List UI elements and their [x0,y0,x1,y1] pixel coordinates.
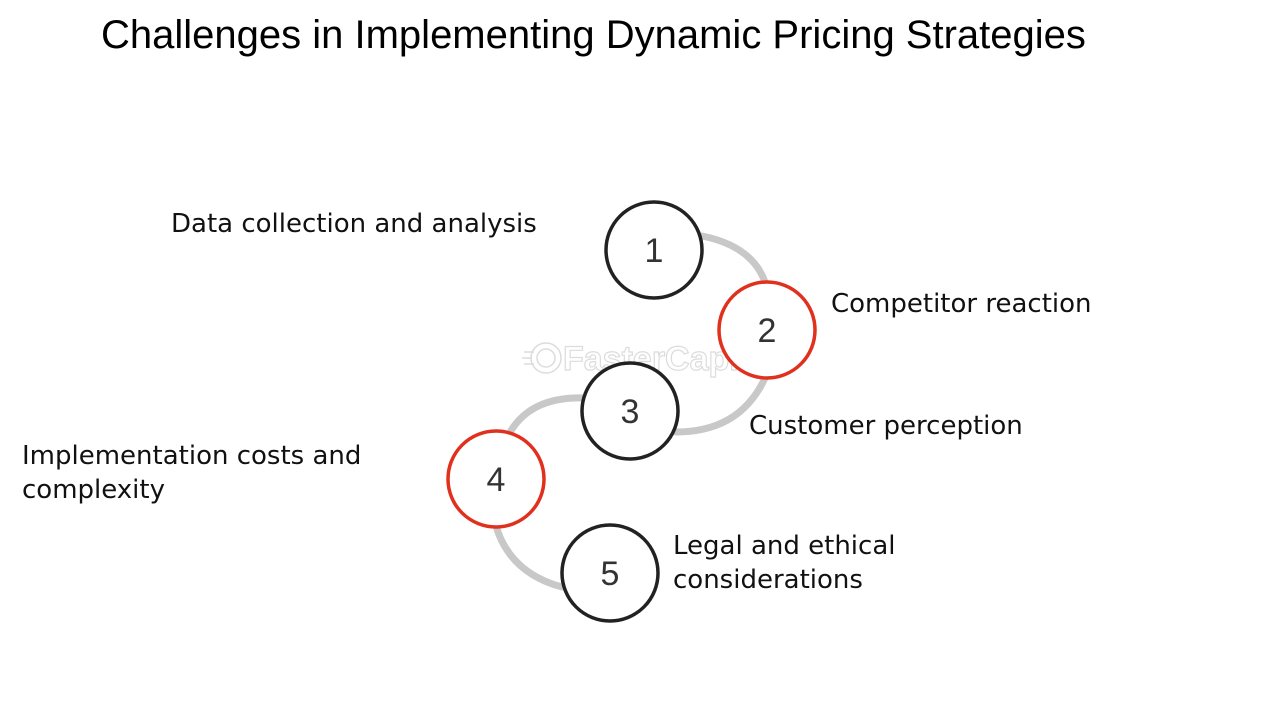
step-3-label-text: Customer perception [749,411,1023,441]
step-4-label-line-1: Implementation costs and [22,441,362,471]
step-2-label: Competitor reaction [831,287,1092,321]
watermark-logo-icon [522,342,562,374]
step-5-number: 5 [601,555,620,593]
step-5-label-line-1: Legal and ethical [673,531,896,561]
connector-1-2 [698,232,769,286]
step-1-ring [604,200,704,300]
page-title: Challenges in Implementing Dynamic Prici… [101,13,1086,57]
step-3: 3 [580,361,680,461]
step-1-label: Data collection and analysis [171,207,537,241]
step-4-ring [446,429,546,529]
step-2-number: 2 [758,312,777,350]
step-3-ring [580,361,680,461]
connector-3-4 [505,394,589,438]
connector-4-5 [492,522,566,591]
step-1: 1 [604,200,704,300]
step-2-label-text: Competitor reaction [831,289,1092,319]
step-4-label-line-2: complexity [22,475,165,505]
step-3-label: Customer perception [749,409,1023,443]
step-5-label: Legal and ethical considerations [673,529,895,597]
step-4-label: Implementation costs and complexity [22,439,361,507]
step-5-label-line-2: considerations [673,565,863,595]
step-5: 5 [560,523,660,623]
step-4: 4 [446,429,546,529]
connector-2-3 [672,374,769,436]
connector-arcs [492,232,769,591]
step-1-label-text: Data collection and analysis [171,209,537,239]
step-2-ring [717,280,817,380]
step-3-number: 3 [621,393,640,431]
step-4-number: 4 [487,461,506,499]
step-1-number: 1 [645,232,664,270]
step-2: 2 [717,280,817,380]
step-5-ring [560,523,660,623]
